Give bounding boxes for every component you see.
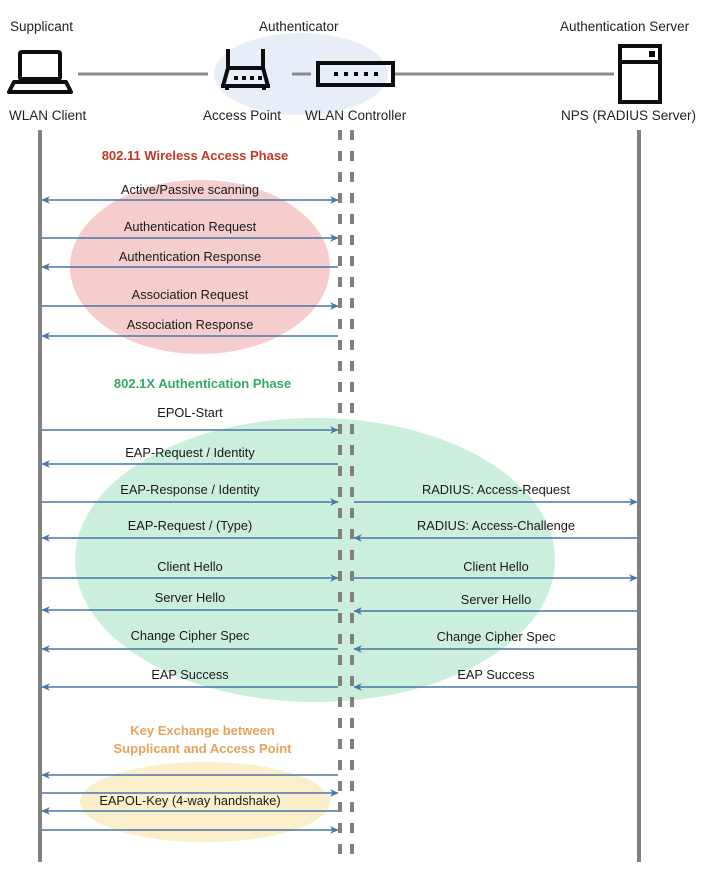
msg-label-change-cipher-spec-right: Change Cipher Spec	[436, 629, 556, 644]
msg-label-client-hello-left: Client Hello	[157, 559, 223, 574]
phase-title-key-exchange-line2: Supplicant and Access Point	[113, 741, 292, 756]
msg-label-eap-response-identity: EAP-Response / Identity	[120, 482, 260, 497]
msg-label-eap-success-right: EAP Success	[457, 667, 535, 682]
msg-label-server-hello-right: Server Hello	[460, 592, 532, 607]
node-label-access-point: Access Point	[203, 108, 282, 123]
node-label-wlan-client: WLAN Client	[9, 108, 87, 123]
msg-label-authentication-request: Authentication Request	[123, 219, 257, 234]
role-label-auth-server: Authentication Server	[560, 19, 690, 34]
wireless-router-leds	[234, 76, 262, 80]
role-label-authenticator: Authenticator	[259, 19, 339, 34]
msg-label-authentication-response: Authentication Response	[118, 249, 262, 264]
msg-label-radius-access-request: RADIUS: Access-Request	[422, 482, 570, 497]
msg-label-eap-request-type: EAP-Request / (Type)	[127, 518, 253, 533]
node-label-nps-radius-server: NPS (RADIUS Server)	[561, 108, 697, 123]
msg-label-epol-start: EPOL-Start	[157, 405, 223, 420]
msg-label-eapol-key-handshake: EAPOL-Key (4-way handshake)	[99, 793, 281, 808]
msg-label-eap-request-identity: EAP-Request / Identity	[125, 445, 255, 460]
phase-title-dot1x-auth: 802.1X Authentication Phase	[113, 376, 292, 391]
laptop-icon	[7, 50, 73, 94]
phase-title-wireless-access: 802.11 Wireless Access Phase	[101, 148, 289, 163]
msg-label-association-response: Association Response	[126, 317, 254, 332]
switch-icon	[316, 61, 395, 87]
node-label-wlan-controller: WLAN Controller	[305, 108, 407, 123]
msg-label-change-cipher-spec-left: Change Cipher Spec	[130, 628, 250, 643]
phase-ellipse-key-exchange	[80, 762, 330, 842]
role-label-supplicant: Supplicant	[10, 19, 74, 34]
phase-ellipse-dot1x-auth	[75, 418, 555, 702]
msg-label-eap-success-left: EAP Success	[151, 667, 229, 682]
phase-title-key-exchange-line1: Key Exchange between	[130, 723, 275, 738]
wireless-router-icon	[221, 49, 270, 90]
msg-label-client-hello-right: Client Hello	[463, 559, 529, 574]
msg-label-server-hello-left: Server Hello	[154, 590, 226, 605]
server-tower-icon	[618, 44, 662, 104]
msg-label-active-passive-scanning: Active/Passive scanning	[121, 182, 259, 197]
msg-label-radius-access-challenge: RADIUS: Access-Challenge	[417, 518, 575, 533]
msg-label-association-request: Association Request	[131, 287, 249, 302]
